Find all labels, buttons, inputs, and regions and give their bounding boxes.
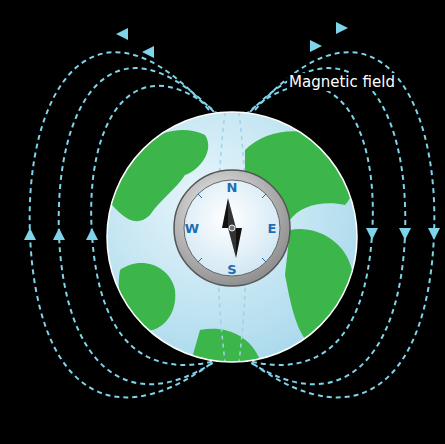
compass-letter: E: [268, 221, 277, 236]
field-label: Magnetic field: [287, 73, 397, 91]
compass-letter: N: [227, 180, 238, 195]
compass-letter: W: [185, 221, 199, 236]
compass: [174, 170, 290, 286]
field-lines: [30, 52, 435, 397]
compass-letter: S: [227, 262, 236, 277]
